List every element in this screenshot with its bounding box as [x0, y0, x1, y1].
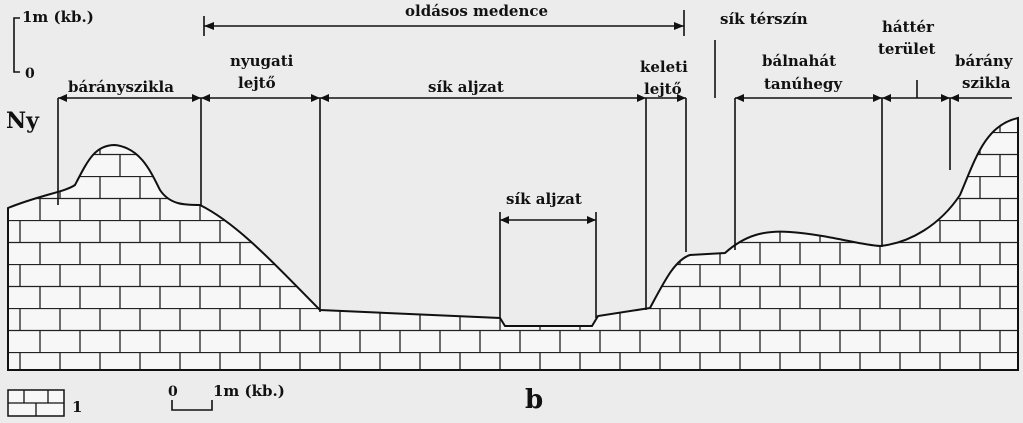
label-keleti-line1: keleti [640, 58, 688, 76]
label-barany-right-line2: szikla [962, 74, 1011, 92]
label-barany-right-line1: bárány [955, 52, 1014, 70]
span-oldasos-medence-label: oldásos medence [405, 2, 548, 20]
label-nyugati-line2: lejtő [238, 74, 276, 92]
vertical-scale-bottom-label: 0 [25, 66, 35, 82]
horizontal-scale-bar: 0 1m (kb.) [168, 382, 285, 411]
label-balnahat-line2: tanúhegy [764, 75, 843, 93]
label-baranyszikla-left: bárányszikla [68, 78, 174, 96]
section-dimension-lines [57, 40, 1012, 312]
horizontal-scale-end: 1m (kb.) [213, 382, 285, 400]
span-oldasos-medence: oldásos medence [203, 2, 685, 36]
legend: 1 [7, 389, 82, 417]
label-balnahat-line1: bálnahát [762, 52, 836, 70]
label-hatter-line2: terület [878, 40, 936, 58]
direction-label: Ny [6, 108, 40, 134]
limestone-rock-body [7, 116, 1019, 371]
vertical-scale-bar: 1m (kb.) 0 [13, 8, 94, 82]
section-labels: bárányszikla nyugati lejtő sík aljzat ke… [68, 10, 1014, 98]
terrain-surface-line [7, 116, 1019, 371]
horizontal-scale-start: 0 [168, 384, 178, 400]
label-sik-terszin: sík térszín [720, 10, 808, 28]
vertical-scale-top-label: 1m (kb.) [22, 8, 94, 26]
label-sik-aljzat-main: sík aljzat [428, 78, 504, 96]
span-sik-aljzat-inner: sík aljzat [499, 190, 597, 318]
label-hatter-line1: háttér [882, 18, 935, 36]
label-nyugati-line1: nyugati [230, 52, 294, 70]
label-sik-aljzat-inner: sík aljzat [506, 190, 582, 208]
panel-letter: b [525, 385, 543, 415]
label-keleti-line2: lejtő [644, 80, 682, 98]
legend-label: 1 [72, 398, 82, 416]
legend-brick-swatch [7, 389, 65, 417]
